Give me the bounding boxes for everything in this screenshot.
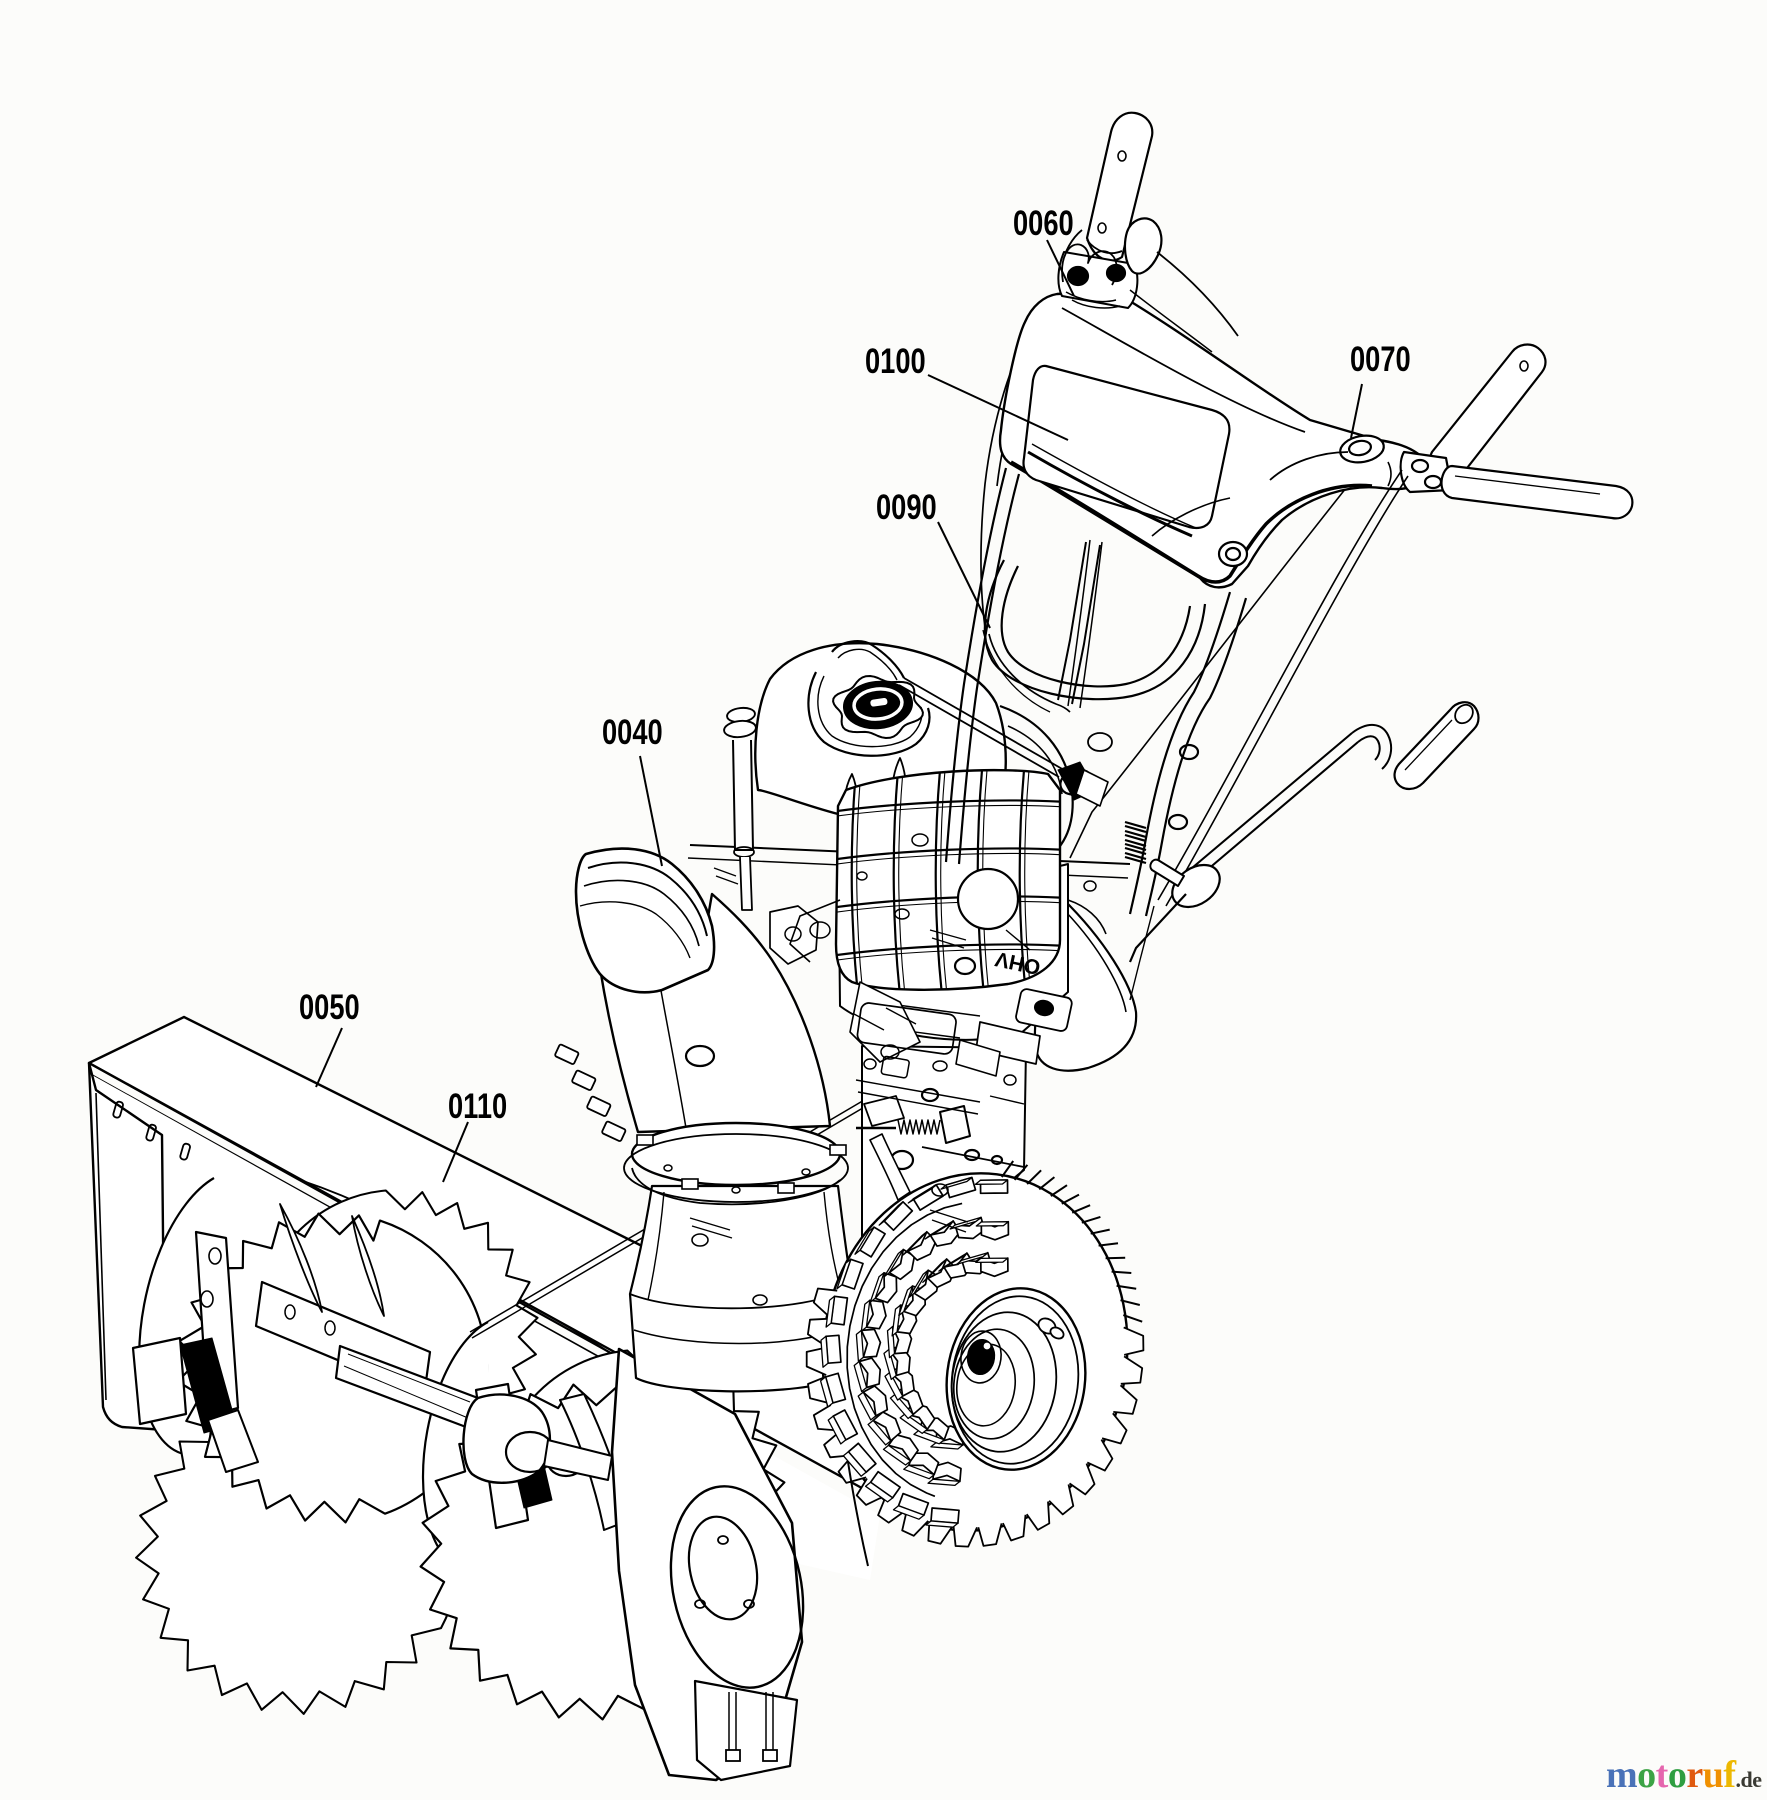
svg-text:0090: 0090 xyxy=(876,488,937,527)
svg-text:0060: 0060 xyxy=(1013,204,1074,243)
svg-text:0040: 0040 xyxy=(602,713,663,752)
svg-text:0110: 0110 xyxy=(448,1087,507,1126)
svg-text:0100: 0100 xyxy=(865,342,926,381)
svg-text:0050: 0050 xyxy=(299,988,360,1027)
svg-text:0070: 0070 xyxy=(1350,340,1411,379)
